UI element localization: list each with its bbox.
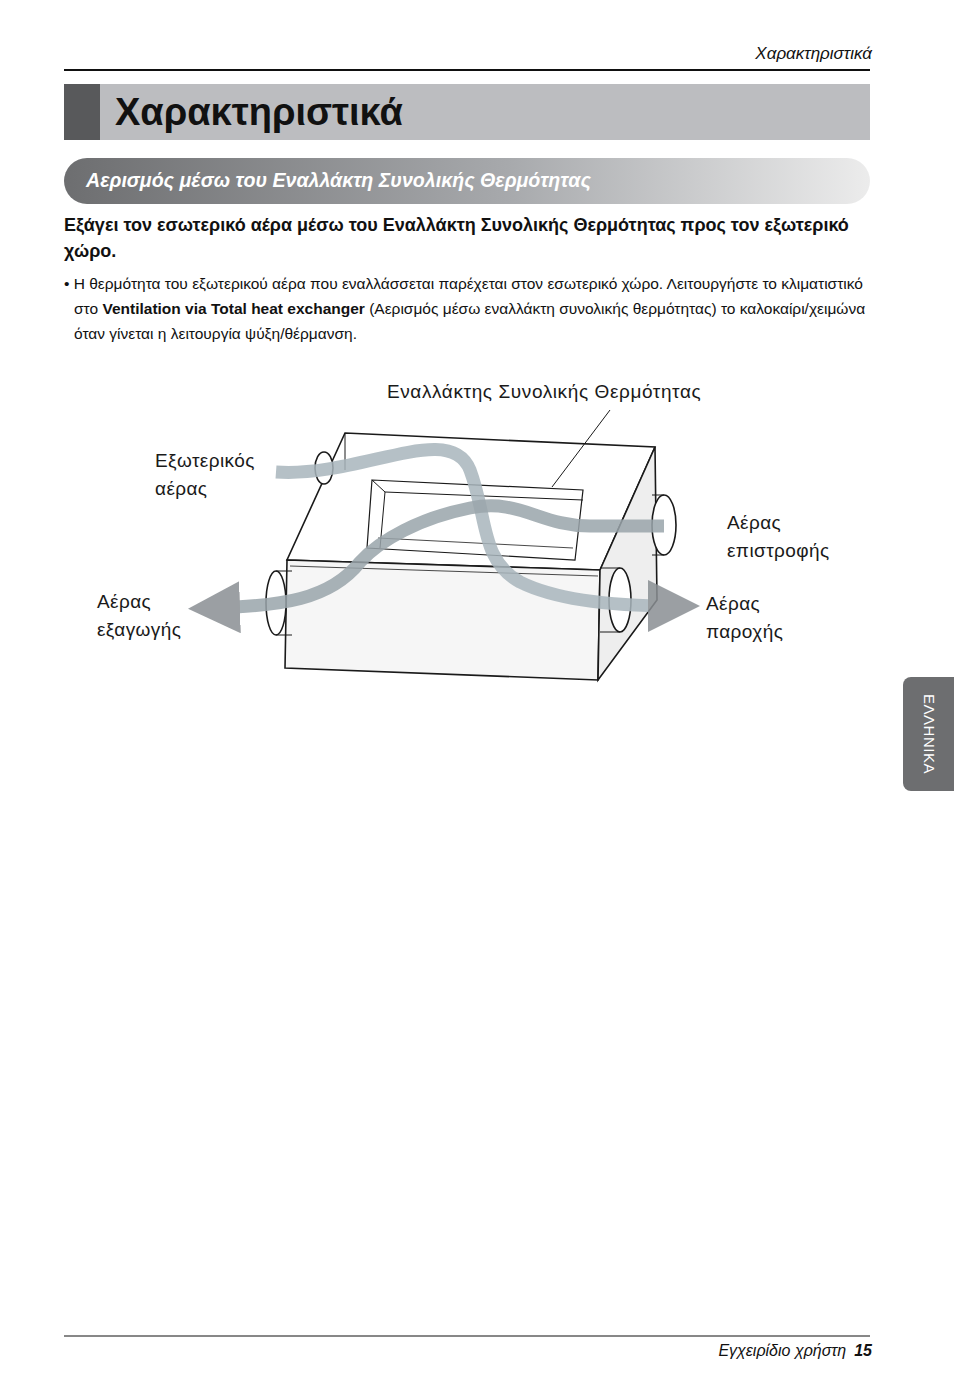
section-band: Αερισμός μέσω του Εναλλάκτη Συνολικής Θε…: [64, 158, 870, 204]
page-number: 15: [854, 1342, 872, 1360]
ventilator-illustration: [266, 433, 676, 680]
title-band-mark: [64, 84, 100, 140]
title-band: [64, 84, 870, 140]
language-tab: ΕΛΛΗΝΙΚΑ: [903, 677, 954, 791]
emphasis-text: Ventilation via Total heat exchanger: [102, 300, 364, 317]
running-header: Χαρακτηριστικά: [755, 44, 872, 64]
band-text: Αερισμός μέσω του Εναλλάκτη Συνολικής Θε…: [64, 158, 870, 193]
leader-line: [552, 410, 610, 487]
bullet-paragraph: • Η θερμότητα του εξωτερικού αέρα που εν…: [64, 271, 870, 346]
footer-text: Εγχειρίδιο χρήστη: [718, 1342, 846, 1360]
air-label: Εξωτερικός αέρας: [155, 447, 280, 503]
air-label: Αέρας εξαγωγής: [97, 588, 207, 644]
page-footer: Εγχειρίδιο χρήστη 15: [718, 1342, 872, 1360]
airflow-arrows: [214, 450, 674, 608]
band-text: ΕΛΛΗΝΙΚΑ: [920, 694, 937, 774]
footer-rule: [64, 1336, 870, 1337]
air-label: Αέρας επιστροφής: [727, 509, 857, 565]
lead-paragraph: Εξάγει τον εσωτερικό αέρα μέσω του Εναλλ…: [64, 212, 870, 264]
air-label: Αέρας παροχής: [706, 590, 816, 646]
page-title: Χαρακτηριστικά: [115, 88, 403, 136]
header-rule: [64, 69, 870, 71]
part-label: Εναλλάκτης Συνολικής Θερμότητας: [385, 381, 703, 403]
